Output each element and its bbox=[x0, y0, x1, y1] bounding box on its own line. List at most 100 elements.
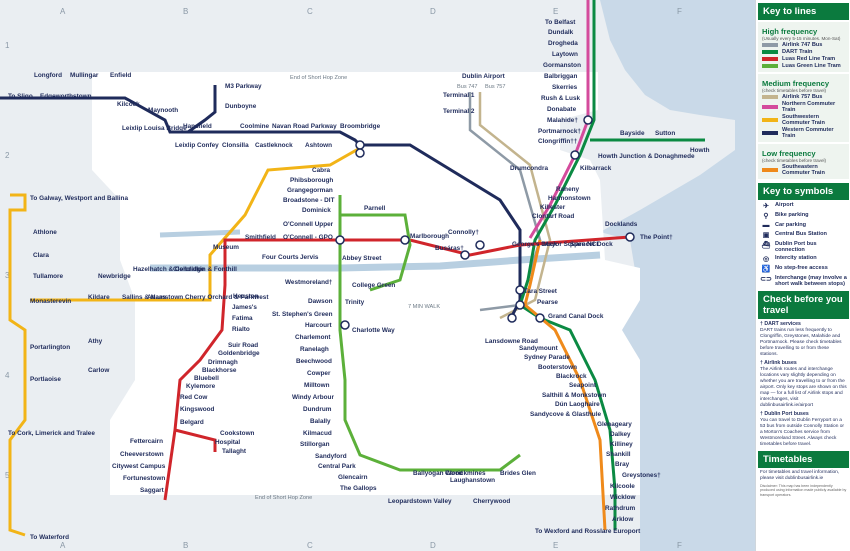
stn-connolly: Connolly† bbox=[448, 229, 479, 236]
low-frequency-note: (check timetables before travel) bbox=[762, 158, 827, 163]
stn-leopardstown: Leopardstown Valley bbox=[388, 498, 452, 505]
stn-laughanstown: Laughanstown bbox=[450, 477, 495, 484]
stn-kilmacud: Kilmacud bbox=[303, 430, 332, 437]
timetables-title: Timetables bbox=[758, 450, 849, 468]
symbol-item: ⊂⊃Interchange (may involve a short walk … bbox=[760, 275, 847, 287]
stn-pearse: Pearse bbox=[537, 299, 558, 306]
stn-sutton: Sutton bbox=[655, 130, 675, 137]
grid-col-b-bottom: B bbox=[183, 541, 188, 550]
stn-belgard: Belgard bbox=[180, 419, 204, 426]
stn-charlemont: Charlemont bbox=[295, 334, 331, 341]
legend-line-item: Airlink 747 Bus bbox=[762, 42, 845, 48]
stn-parnell: Parnell bbox=[364, 205, 386, 212]
grid-row-2: 2 bbox=[5, 151, 10, 160]
stn-cheeverstown: Cheeverstown bbox=[120, 451, 164, 458]
symbol-label: Interchange (may involve a short walk be… bbox=[775, 275, 847, 287]
stn-m3-parkway: M3 Parkway bbox=[225, 83, 262, 90]
symbol-label: Car parking bbox=[775, 222, 807, 228]
grid-row-3: 3 bbox=[5, 271, 10, 280]
stn-portarlington: Portarlington bbox=[30, 344, 70, 351]
stn-broombridge: Broombridge bbox=[340, 123, 381, 130]
luas-red-tallaght bbox=[174, 428, 217, 452]
airlink-757-line bbox=[478, 92, 552, 320]
southwestern-outer-line bbox=[8, 193, 27, 537]
stn-clara: Clara bbox=[33, 252, 49, 259]
legend-line-item: Luas Red Line Tram bbox=[762, 56, 845, 62]
stn-georges-dock: George's Dock bbox=[512, 241, 557, 248]
stn-four-courts: Four Courts bbox=[262, 254, 299, 261]
stn-drimnagh: Drimnagh bbox=[208, 359, 238, 366]
stn-phibsborough: Phibsborough bbox=[290, 177, 333, 184]
stn-howth-junction: Howth Junction & Donaghmede bbox=[598, 153, 695, 160]
stn-rialto: Rialto bbox=[232, 326, 250, 333]
stn-goldenbridge: Goldenbridge bbox=[218, 350, 260, 357]
stn-dalkey: Dalkey bbox=[610, 431, 631, 438]
low-frequency-section: Low frequency (check timetables before t… bbox=[758, 144, 849, 179]
stn-milltown: Milltown bbox=[304, 382, 330, 389]
bus-747-tag: Bus 747 bbox=[457, 84, 478, 90]
medium-frequency-note: (check timetables before travel) bbox=[762, 88, 827, 93]
dart-services-head: † DART services bbox=[760, 321, 801, 327]
stn-oconnell-upper: O'Connell Upper bbox=[283, 221, 334, 228]
rail-map: A B C D E F A B C D E F 1 2 3 4 5 End of… bbox=[0, 0, 755, 551]
stn-bayside: Bayside bbox=[620, 130, 645, 137]
symbol-item: ♿No step-free access bbox=[760, 265, 847, 273]
stn-howth: Howth bbox=[690, 147, 710, 154]
line-label: DART Train bbox=[782, 49, 813, 55]
stn-abbey-street: Abbey Street bbox=[342, 255, 382, 262]
stn-cookstown: Cookstown bbox=[220, 430, 255, 437]
line-swatch bbox=[762, 95, 778, 99]
symbol-item: ◎Intercity station bbox=[760, 255, 847, 263]
stn-ststephens: St. Stephen's Green bbox=[272, 311, 333, 318]
stn-westmoreland: Westmoreland† bbox=[285, 279, 333, 286]
stn-charlotte: Charlotte Way bbox=[352, 327, 395, 334]
line-label: Southeastern Commuter Train bbox=[782, 164, 825, 176]
stn-cowper: Cowper bbox=[307, 370, 331, 377]
stn-ranelagh: Ranelagh bbox=[300, 346, 329, 353]
stn-clontarf: Clontarf Road bbox=[532, 213, 574, 220]
stn-fortunestown: Fortunestown bbox=[123, 475, 165, 482]
stn-kildare: Kildare bbox=[88, 294, 110, 301]
legend-panel: Key to lines High frequency (Usually eve… bbox=[755, 0, 850, 551]
stn-skerries: Skerries bbox=[552, 84, 578, 91]
walk-label: 7 MIN WALK bbox=[408, 304, 440, 310]
symbol-item: ▣Central Bus Station bbox=[760, 231, 847, 239]
stn-mullingar: Mullingar bbox=[70, 72, 99, 79]
grid-col-e-bottom: E bbox=[553, 541, 558, 550]
check-before-travel-title: Check before you travel bbox=[758, 291, 849, 319]
stn-brides-glen: Brides Glen bbox=[500, 470, 536, 477]
port-bus-body: You can travel to Dublin Ferryport on a … bbox=[760, 417, 844, 447]
line-label: Northern Commuter Train bbox=[782, 101, 836, 113]
stn-portlaoise: Portlaoise bbox=[30, 376, 61, 383]
stn-kingswood: Kingswood bbox=[180, 406, 215, 413]
short-hop-zone bbox=[92, 72, 640, 495]
stn-galway: To Galway, Westport and Ballina bbox=[30, 195, 128, 202]
stn-shankill: Shankill bbox=[606, 451, 631, 458]
luas-green-loop bbox=[340, 213, 412, 292]
stn-laytown: Laytown bbox=[552, 51, 578, 58]
stn-drumcondra: Drumcondra bbox=[510, 165, 548, 172]
stn-sandyford: Sandyford bbox=[315, 453, 347, 460]
grid-col-f-bottom: F bbox=[677, 541, 682, 550]
grid-col-c-bottom: C bbox=[307, 541, 313, 550]
disclaimer: Disclaimer: This map has been independen… bbox=[760, 483, 847, 497]
stn-marlborough: Marlborough bbox=[410, 233, 449, 240]
stn-tullamore: Tullamore bbox=[33, 273, 64, 280]
legend-line-item: Western Commuter Train bbox=[762, 127, 845, 139]
low-frequency-label: Low frequency bbox=[762, 149, 816, 158]
stn-dundalk: Dundalk bbox=[548, 29, 574, 36]
stn-terminal2: Terminal 2 bbox=[443, 108, 475, 115]
bus-757-tag: Bus 757 bbox=[485, 84, 506, 90]
line-label: Airlink 757 Bus bbox=[782, 94, 823, 100]
stn-clondalkin: Clondalkin & Fonthill bbox=[173, 266, 237, 273]
stn-oconnell-gpo: O'Connell - GPO bbox=[283, 234, 333, 241]
stn-cork: To Cork, Limerick and Tralee bbox=[8, 430, 95, 437]
stn-belfast: To Belfast bbox=[545, 19, 576, 26]
stn-gallops: The Gallops bbox=[340, 485, 377, 492]
stn-waterford: To Waterford bbox=[30, 534, 69, 541]
line-swatch bbox=[762, 50, 778, 54]
stn-carrickmines: Carrickmines bbox=[445, 470, 486, 477]
grid-col-b: B bbox=[183, 7, 188, 16]
river bbox=[159, 229, 241, 238]
stn-donabate: Donabate bbox=[547, 106, 577, 113]
